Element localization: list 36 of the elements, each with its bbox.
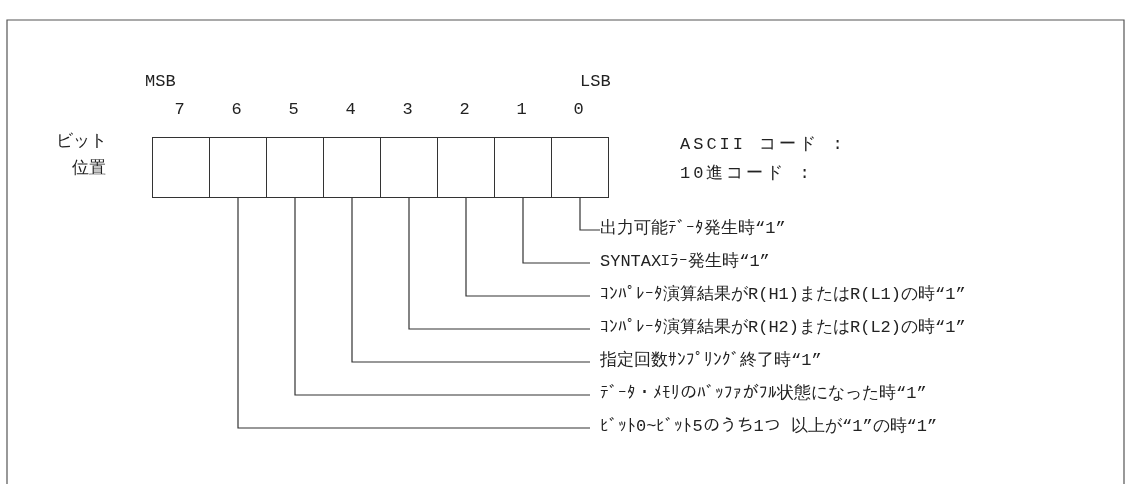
bit-cell [266, 137, 324, 198]
bit-cell [437, 137, 495, 198]
bit-number: 0 [573, 99, 584, 121]
bit-cell [380, 137, 438, 198]
bit-number: 2 [459, 99, 470, 121]
bit-number: 4 [345, 99, 356, 121]
bit-label: MSB [145, 71, 176, 93]
bit-cell [551, 137, 609, 198]
bit-number: 7 [174, 99, 185, 121]
code-label: ASCII コード : [680, 134, 846, 156]
axis-label: ビット [56, 131, 107, 153]
bit-description: ﾋﾞｯﾄ0~ﾋﾞｯﾄ5のうち1つ 以上が“1”の時“1” [600, 417, 938, 439]
bit-cell [494, 137, 552, 198]
bit-description: 指定回数ｻﾝﾌﾟﾘﾝｸﾞ終了時“1” [600, 351, 822, 373]
bit-description: ｺﾝﾊﾟﾚｰﾀ演算結果がR(H2)またはR(L2)の時“1” [600, 318, 966, 340]
bit-label: LSB [580, 71, 611, 93]
leader-line [294, 197, 591, 396]
bit-description: ﾃﾞｰﾀ・ﾒﾓﾘのﾊﾞｯﾌｧがﾌﾙ状態になった時“1” [600, 384, 927, 406]
code-label: 10進コード : [680, 163, 813, 185]
leader-line [351, 197, 591, 363]
bit-number: 1 [516, 99, 527, 121]
bit-number: 3 [402, 99, 413, 121]
bit-description: 出力可能ﾃﾞｰﾀ発生時“1” [600, 219, 786, 241]
bit-cell [152, 137, 210, 198]
bit-number: 6 [231, 99, 242, 121]
leader-line [465, 197, 591, 297]
bit-cell [323, 137, 381, 198]
leader-line [579, 197, 601, 231]
axis-label: 位置 [72, 158, 106, 180]
leader-line [408, 197, 591, 330]
leader-line [522, 197, 591, 264]
bit-description: SYNTAXｴﾗｰ発生時“1” [600, 252, 770, 274]
bit-description: ｺﾝﾊﾟﾚｰﾀ演算結果がR(H1)またはR(L1)の時“1” [600, 285, 966, 307]
bit-number: 5 [288, 99, 299, 121]
leader-line [237, 197, 591, 429]
bit-cell [209, 137, 267, 198]
